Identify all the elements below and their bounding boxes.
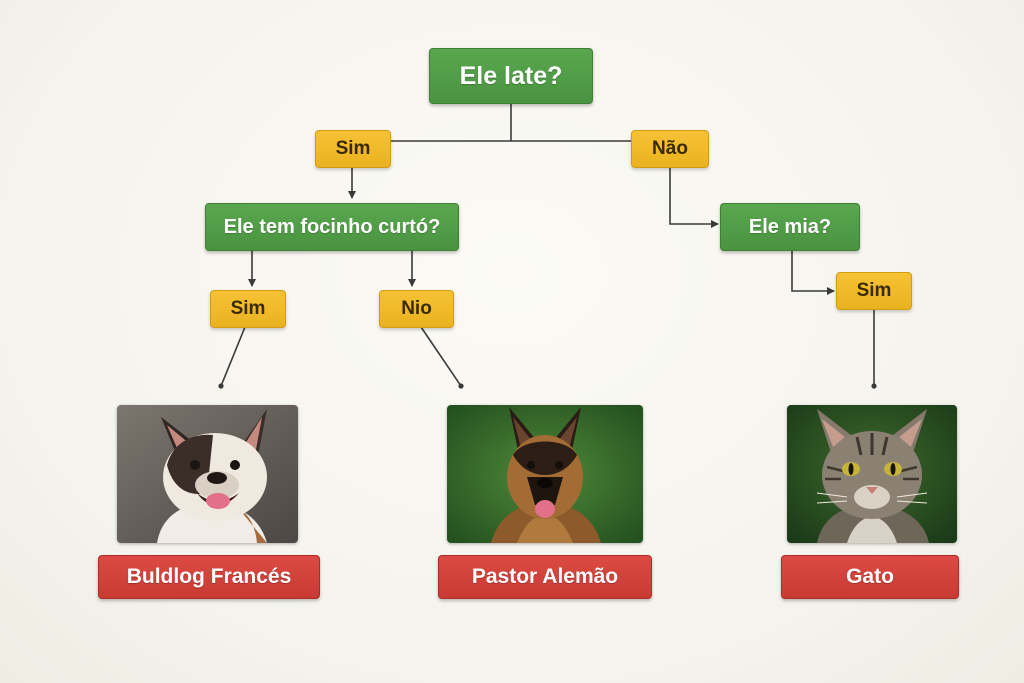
answer-no-barks: Não: [631, 130, 709, 168]
answer-no-snout: Nio: [379, 290, 454, 328]
endpoint-dot-bulldog: [218, 383, 224, 389]
result-german-shepherd: Pastor Alemão: [438, 555, 652, 599]
question-short-snout: Ele tem focinho curtó?: [205, 203, 459, 251]
question-meows: Ele mia?: [720, 203, 860, 251]
endpoint-dot-cat: [871, 383, 877, 389]
line-sim-to-bulldog: [220, 326, 246, 387]
answer-yes-snout: Sim: [210, 290, 286, 328]
german-shepherd-photo: [447, 405, 643, 543]
answer-yes-barks: Sim: [315, 130, 391, 168]
answer-yes-meows: Sim: [836, 272, 912, 310]
arrow-meow-to-yes: [791, 251, 835, 295]
endpoint-dot-shepherd: [458, 383, 464, 389]
tabby-cat-photo: [787, 405, 957, 543]
line-nio-to-shepherd: [420, 326, 462, 387]
french-bulldog-photo: [117, 405, 298, 543]
arrow-no-to-meow-question: [669, 168, 719, 228]
result-cat: Gato: [781, 555, 959, 599]
result-french-bulldog: Buldlog Francés: [98, 555, 320, 599]
question-barks: Ele late?: [429, 48, 593, 104]
